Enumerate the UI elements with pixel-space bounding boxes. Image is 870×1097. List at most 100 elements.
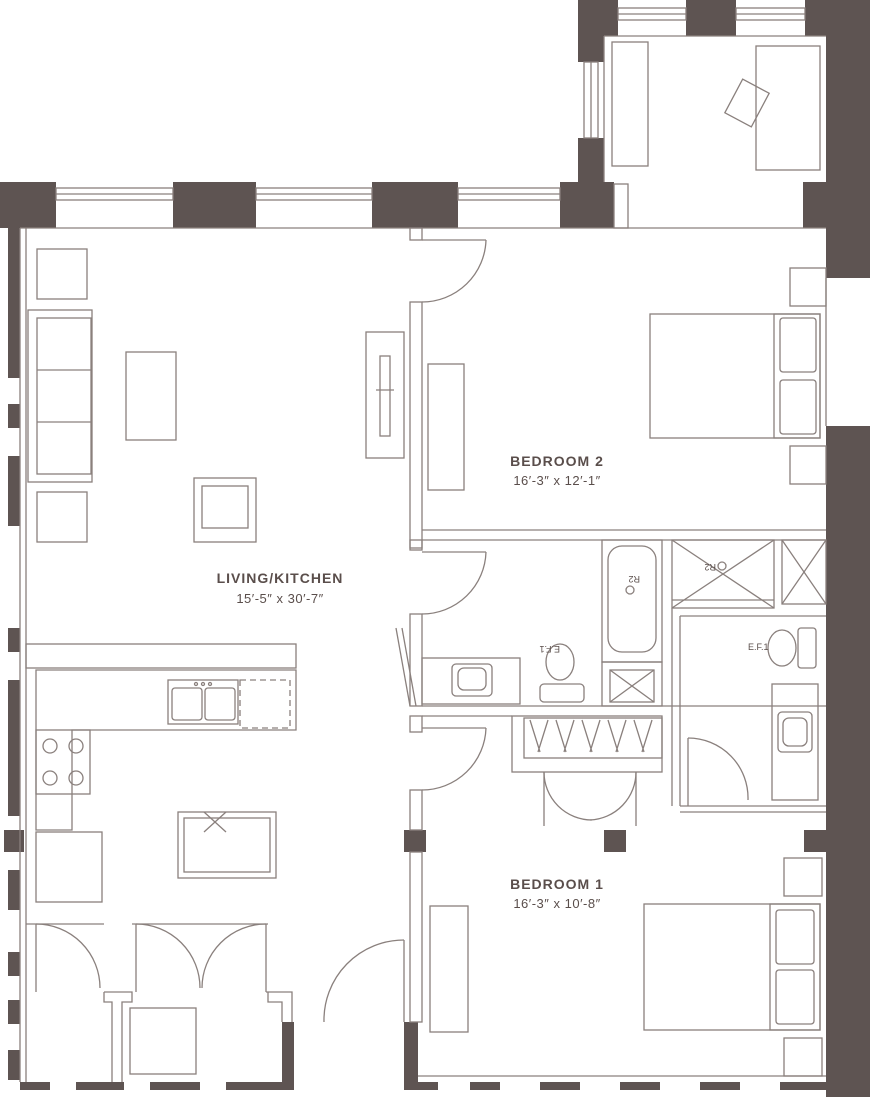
column — [804, 830, 826, 852]
bed — [643, 903, 821, 1031]
wall-stub — [613, 183, 629, 229]
sink — [451, 663, 493, 697]
wall-bottom — [470, 1082, 500, 1090]
tag-bath2-shower: R2 — [704, 562, 716, 572]
office-desk — [755, 45, 821, 171]
pillow — [779, 379, 817, 435]
room-dimensions-living-kitchen: 15′-5″ x 30′-7″ — [236, 591, 324, 606]
nightstand — [783, 857, 823, 897]
wall-pier — [282, 1022, 294, 1090]
wall-pier — [578, 36, 604, 62]
wall-left — [8, 404, 20, 428]
refrigerator — [35, 831, 103, 903]
dresser — [427, 363, 465, 491]
wall-pier — [803, 182, 870, 228]
linework — [19, 7, 827, 1082]
room-name-living-kitchen: LIVING/KITCHEN — [216, 570, 344, 586]
wall-pier — [578, 138, 604, 184]
wall-right — [826, 426, 870, 1097]
wall-bottom — [780, 1082, 826, 1090]
kitchen-counter — [35, 669, 297, 831]
bed — [649, 313, 821, 439]
door-swing — [395, 627, 411, 707]
tag-bath2-toilet: E.F.1 — [539, 644, 560, 654]
wall-bottom — [20, 1082, 50, 1090]
office-chair — [723, 78, 771, 128]
wall-left — [8, 628, 20, 652]
dresser — [429, 905, 469, 1033]
pillow — [775, 969, 815, 1025]
wall-bottom — [620, 1082, 660, 1090]
wall-bottom — [412, 1082, 438, 1090]
coffee-table — [125, 351, 177, 441]
tag-bath2-tub: R2 — [628, 574, 640, 584]
wall-pier — [578, 0, 618, 36]
office-shelf — [611, 41, 649, 167]
wall-left — [8, 680, 20, 816]
storage — [129, 1007, 197, 1075]
side-table — [36, 248, 88, 300]
toilet — [767, 629, 797, 667]
wall-left — [8, 870, 20, 910]
wall-left — [8, 456, 20, 526]
tv-console — [365, 331, 405, 459]
shower-unit — [781, 539, 827, 605]
room-name-bedroom-1: BEDROOM 1 — [510, 876, 604, 892]
wall-bottom — [150, 1082, 200, 1090]
wall-bottom — [76, 1082, 124, 1090]
wall-bottom — [540, 1082, 580, 1090]
wall-pier — [560, 182, 614, 228]
column — [604, 830, 626, 852]
nightstand — [789, 445, 827, 485]
upper-counter — [25, 643, 297, 669]
wall-pier — [372, 182, 458, 228]
wall-pier — [404, 1022, 418, 1090]
partition-wall — [409, 227, 423, 241]
wall-pier — [4, 830, 24, 852]
pillow — [775, 909, 815, 965]
wall-left — [8, 952, 20, 976]
shower — [671, 539, 775, 609]
wall-right — [826, 228, 870, 278]
wall-pier — [805, 0, 870, 36]
pillow — [779, 317, 817, 373]
wall-left — [8, 228, 20, 378]
sink — [777, 711, 813, 753]
room-name-bedroom-2: BEDROOM 2 — [510, 453, 604, 469]
wall-left — [8, 1000, 20, 1024]
closet — [511, 715, 663, 773]
vanity — [421, 657, 521, 705]
column — [404, 830, 426, 852]
partition-wall — [409, 613, 423, 707]
partition-wall — [409, 301, 423, 549]
partition-wall — [409, 789, 423, 831]
wall-bottom — [700, 1082, 740, 1090]
nightstand — [783, 1037, 823, 1077]
wall-bottom — [226, 1082, 282, 1090]
linen-cabinet — [609, 669, 655, 703]
vanity — [771, 683, 819, 801]
armchair — [193, 477, 257, 543]
cooktop — [35, 729, 91, 795]
wall-pier — [173, 182, 256, 228]
toilet-tank — [797, 627, 817, 669]
toilet-tank — [539, 683, 585, 703]
wall-pier — [0, 182, 56, 228]
dishwasher — [239, 679, 291, 729]
sofa — [27, 309, 93, 483]
room-dimensions-bedroom-1: 16′-3″ x 10′-8″ — [513, 896, 601, 911]
wall-pier — [686, 0, 736, 36]
wall-right — [826, 36, 870, 182]
kitchen-island — [177, 811, 277, 879]
fixture-tags: R2 R2 E.F.1 E.F.1 — [539, 562, 768, 654]
toilet — [545, 643, 575, 681]
partition-wall — [409, 851, 423, 1023]
wall-left — [8, 1050, 20, 1080]
kitchen-sink — [167, 679, 239, 725]
bathtub — [601, 539, 663, 663]
side-table — [36, 491, 88, 543]
nightstand — [789, 267, 827, 307]
room-dimensions-bedroom-2: 16′-3″ x 12′-1″ — [513, 473, 601, 488]
